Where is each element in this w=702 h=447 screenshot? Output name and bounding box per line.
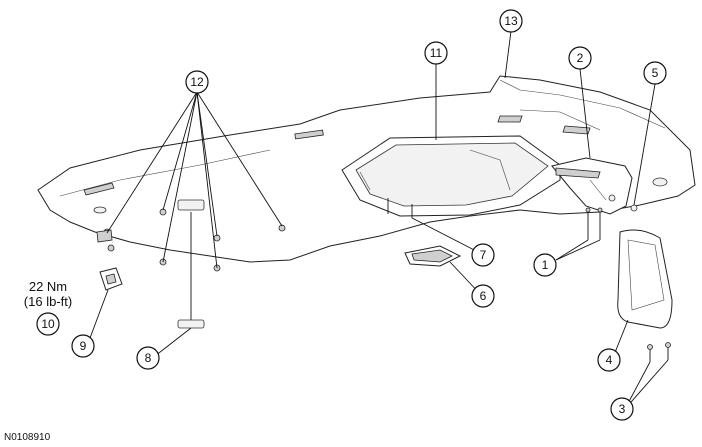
callout-8: 8 [136, 346, 160, 370]
torque-imperial: (16 lb-ft) [24, 294, 72, 309]
callout-5: 5 [643, 61, 667, 85]
callout-1: 1 [533, 253, 557, 277]
callout-13: 13 [499, 9, 523, 33]
svg-text:6: 6 [480, 289, 487, 303]
callout-2: 2 [568, 46, 592, 70]
callout-4: 4 [597, 348, 621, 372]
callout-11: 11 [424, 41, 448, 65]
svg-text:10: 10 [41, 317, 55, 331]
svg-text:11: 11 [430, 46, 443, 60]
svg-text:7: 7 [480, 248, 487, 262]
callout-7: 7 [471, 243, 495, 267]
figure-id: N0108910 [4, 432, 51, 443]
sun-visor-panel [617, 229, 673, 329]
svg-text:4: 4 [606, 353, 613, 367]
callout-12: 12 [185, 70, 209, 94]
callout-6: 6 [471, 284, 495, 308]
screws-1 [585, 207, 603, 240]
svg-text:2: 2 [577, 51, 584, 65]
bracket-9 [99, 267, 123, 291]
svg-text:1: 1 [542, 258, 549, 272]
sunroof-opening-trim [341, 135, 561, 217]
svg-text:5: 5 [652, 66, 659, 80]
torque-spec: 22 Nm (16 lb-ft) [24, 279, 72, 309]
sun-visor-assembly [551, 157, 638, 215]
callout-9: 9 [71, 334, 95, 358]
callout-10: 10 [36, 312, 60, 336]
bolt-10 [96, 229, 113, 243]
dome-lamp [404, 245, 462, 267]
svg-text:9: 9 [80, 339, 87, 353]
clip-8 [177, 199, 205, 329]
leader-lines [86, 30, 669, 410]
screws-3 [647, 342, 671, 362]
svg-text:13: 13 [504, 14, 518, 28]
svg-text:12: 12 [190, 75, 204, 89]
svg-text:8: 8 [145, 351, 152, 365]
callout-3: 3 [610, 397, 634, 421]
torque-metric: 22 Nm [29, 279, 67, 294]
svg-text:3: 3 [619, 402, 626, 416]
